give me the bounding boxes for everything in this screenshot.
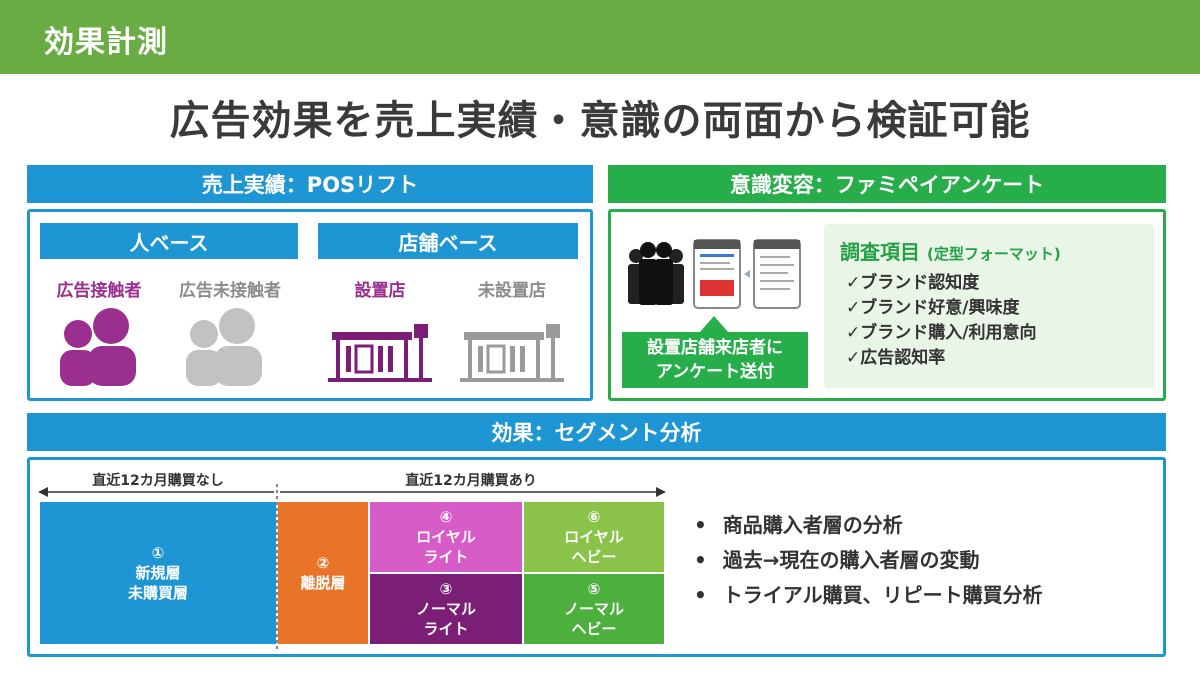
- segment-cell-loyal-heavy: ⑥ ロイヤル ヘビー: [524, 502, 664, 572]
- cell-label: ロイヤル: [564, 528, 624, 546]
- store-icon-installed: [328, 324, 432, 382]
- cell-label: ノーマル: [415, 600, 476, 618]
- header-bar: [0, 0, 1200, 74]
- analysis-bullets: 商品購入者層の分析 過去→現在の購入者層の変動 トライアル購買、リピート購買分析: [694, 508, 1043, 613]
- cell-label: ライト: [423, 548, 469, 566]
- survey-items-list: ✓ブランド認知度 ✓ブランド好意/興味度 ✓ブランド購入/利用意向 ✓広告認知率: [846, 271, 1036, 371]
- survey-title-note: (定型フォーマット): [926, 245, 1061, 263]
- cell-number: ③: [439, 580, 453, 598]
- cell-label: ヘビー: [571, 548, 617, 566]
- cell-label: 離脱層: [300, 574, 346, 592]
- cell-number: ⑥: [587, 508, 601, 526]
- survey-title: 調査項目 (定型フォーマット): [840, 236, 1061, 265]
- store-base-banner: 店舗ベース: [318, 223, 578, 259]
- people-icon-unexposed: [186, 308, 262, 386]
- person-base-banner: 人ベース: [40, 223, 298, 259]
- survey-items-box: [824, 224, 1154, 388]
- segment-cell-normal-light: ③ ノーマル ライト: [370, 574, 522, 644]
- cell-label: ヘビー: [571, 620, 617, 638]
- segment-cell-lapsed: ② 離脱層: [278, 502, 368, 644]
- cell-label: ロイヤル: [416, 528, 476, 546]
- unexposed-label: 広告未接触者: [179, 281, 281, 301]
- survey-item: ✓ブランド認知度: [846, 273, 980, 293]
- analysis-bullet: 商品購入者層の分析: [694, 508, 1043, 543]
- segment-cell-loyal-light: ④ ロイヤル ライト: [370, 502, 522, 572]
- survey-title-text: 調査項目: [840, 240, 920, 264]
- store-icon-not-installed: [460, 324, 564, 382]
- cell-label: 新規層: [135, 564, 181, 582]
- cell-number: ⑤: [587, 580, 601, 598]
- installed-label: 設置店: [354, 281, 406, 301]
- page-title: 広告効果を売上実績・意識の両面から検証可能: [169, 98, 1031, 144]
- analysis-bullet: 過去→現在の購入者層の変動: [694, 543, 1043, 578]
- not-installed-label: 未設置店: [478, 281, 546, 301]
- survey-item: ✓ブランド好意/興味度: [846, 298, 1020, 318]
- segment-cell-new: ① 新規層 未購買層: [40, 502, 276, 644]
- cell-label: ライト: [423, 620, 469, 638]
- exposed-label: 広告接触者: [56, 281, 142, 301]
- header-title: 効果計測: [44, 25, 168, 60]
- cell-number: ④: [439, 508, 453, 526]
- callout-line1: 設置店舗来店者に: [647, 338, 783, 358]
- survey-item: ✓広告認知率: [846, 348, 946, 368]
- cell-number: ②: [316, 554, 330, 572]
- people-icon-exposed: [60, 308, 136, 386]
- cell-number: ①: [151, 544, 165, 562]
- cell-label: 未購買層: [127, 584, 188, 602]
- phone-screens-icon: [693, 239, 801, 309]
- period-no-purchase-label: 直近12カ月購買なし: [92, 473, 224, 489]
- period-arrows: [38, 484, 666, 650]
- callout-line2: アンケート送付: [655, 362, 775, 382]
- cell-label: ノーマル: [563, 600, 624, 618]
- survey-item: ✓ブランド購入/利用意向: [846, 323, 1037, 343]
- survey-callout: 設置店舗来店者に アンケート送付: [622, 332, 808, 388]
- period-purchase-label: 直近12カ月購買あり: [405, 473, 537, 489]
- segment-banner: 効果：セグメント分析: [27, 413, 1166, 451]
- callout-pointer: [700, 316, 728, 332]
- segment-cell-normal-heavy: ⑤ ノーマル ヘビー: [524, 574, 664, 644]
- survey-banner: 意識変容：ファミペイアンケート: [608, 165, 1166, 203]
- analysis-bullet: トライアル購買、リピート購買分析: [694, 578, 1043, 613]
- crowd-icon: [628, 242, 684, 305]
- pos-banner: 売上実績：POSリフト: [27, 165, 593, 203]
